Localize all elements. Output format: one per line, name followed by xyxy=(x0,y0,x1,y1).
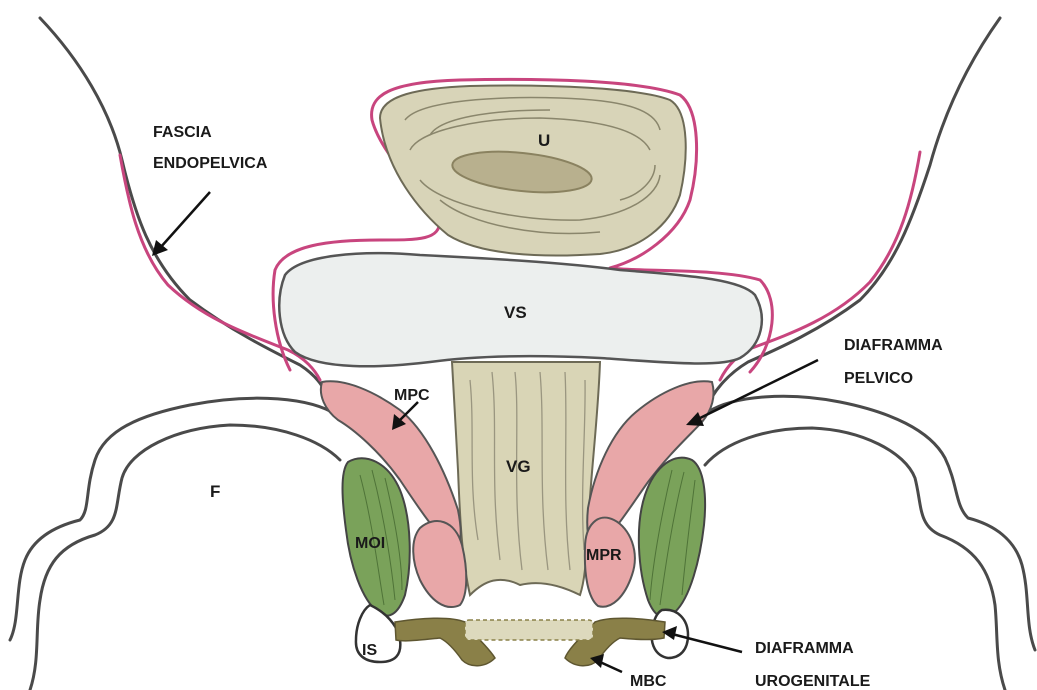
pelvic-wall-left xyxy=(40,18,330,410)
label-moi: MOI xyxy=(355,535,385,552)
label-is: IS xyxy=(362,642,377,659)
label-fascia-line2: ENDOPELVICA xyxy=(153,155,268,172)
femur-left-outline xyxy=(10,398,332,640)
arrow-fascia-endopelvica xyxy=(160,192,210,248)
label-vs: VS xyxy=(504,303,527,322)
vagina xyxy=(452,362,600,595)
arrow-mbc xyxy=(600,662,622,672)
label-vg: VG xyxy=(506,457,531,476)
label-diaf-uro-line1: DIAFRAMMA xyxy=(755,640,854,657)
label-mbc: MBC xyxy=(630,673,667,690)
label-mpr: MPR xyxy=(586,547,622,564)
urogenital-membrane xyxy=(465,620,593,640)
femur-right-inner xyxy=(705,428,1005,690)
femur-left-inner xyxy=(30,425,340,690)
label-diaf-uro-line2: UROGENITALE xyxy=(755,673,871,690)
label-fascia-line1: FASCIA xyxy=(153,124,212,141)
label-mpc: MPC xyxy=(394,387,430,404)
muscle-puborectalis-left xyxy=(413,521,466,607)
label-f: F xyxy=(210,482,220,501)
label-u: U xyxy=(538,131,550,150)
label-diaf-pelvico-line1: DIAFRAMMA xyxy=(844,337,943,354)
label-diaf-pelvico-line2: PELVICO xyxy=(844,370,913,387)
